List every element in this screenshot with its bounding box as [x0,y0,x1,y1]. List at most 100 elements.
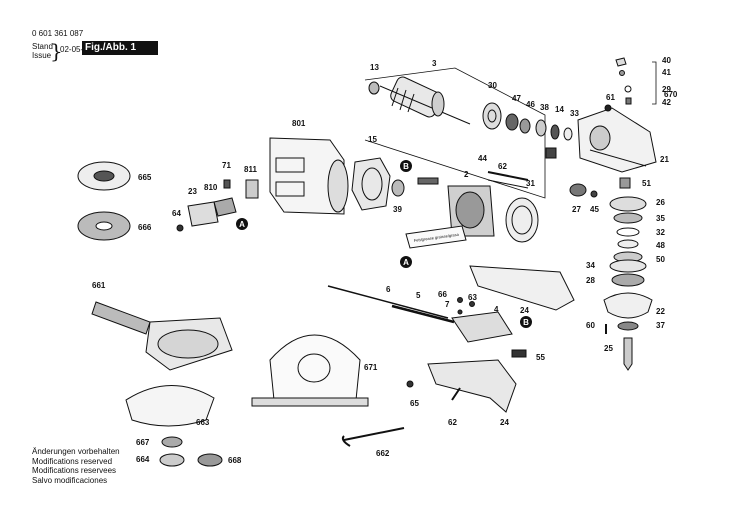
screw-7 [457,309,463,315]
armature-part [379,76,471,125]
callout-55: 55 [536,353,545,362]
armature-frame-lines [364,67,546,199]
handle-housing-24b [427,359,517,413]
grinder-assembly [91,301,233,427]
fan-baffle-15 [351,157,391,211]
issue-label: Issue [32,51,52,60]
callout-38: 38 [540,103,549,112]
gear-27 [569,183,587,197]
shaft-5 [391,304,455,324]
callout-26: 26 [656,198,665,207]
callout-65: 65 [410,399,419,408]
pin-29 [624,85,632,93]
brush-holder-23 [187,201,219,227]
ring-38 [535,119,547,137]
disc-665 [77,161,131,191]
bearing-flange-22 [603,292,653,319]
callout-811: 811 [244,165,257,174]
callout-662: 662 [376,449,390,458]
switch-811 [245,179,259,199]
flange-28 [611,273,645,287]
svg-text:A: A [239,220,245,229]
callout-24a: 24 [520,306,529,315]
stator-ring [505,197,539,243]
grease-tube [405,225,467,249]
guard-cover-671 [251,334,369,407]
marker-mB2: B [520,316,532,328]
callout-33: 33 [570,109,579,118]
part-number: 0 601 361 087 [32,29,84,38]
callout-801: 801 [292,119,306,128]
callout-39: 39 [393,205,402,214]
callout-62b: 62 [448,418,457,427]
screw-31 [487,171,529,181]
callout-3: 3 [432,59,437,68]
callout-48: 48 [656,241,665,250]
ring-32 [616,227,640,237]
callout-34: 34 [586,261,595,270]
callout-21: 21 [660,155,669,164]
callout-60: 60 [586,321,595,330]
callout-6: 6 [386,285,391,294]
fan-30 [482,102,502,130]
screw-62-lower [451,387,461,401]
callout-30: 30 [488,81,497,90]
screw-45 [590,190,598,198]
ring-33 [563,127,573,141]
handle-housing-24a [469,265,575,311]
marker-mB1: B [400,160,412,172]
rod-6 [327,285,449,319]
disc-666 [77,211,131,241]
ring-47 [505,113,519,131]
callout-61: 61 [606,93,615,102]
callout-27: 27 [572,205,581,214]
note-es: Salvo modificaciones [32,475,108,485]
svg-text:B: B [523,318,529,327]
spring-41 [619,70,625,76]
field-stator-2 [447,185,495,237]
callout-45: 45 [590,205,599,214]
callout-42: 42 [662,98,671,107]
spring-71 [223,179,231,189]
callout-37: 37 [656,321,665,330]
nut-668 [197,453,223,467]
svg-text:A: A [403,258,409,267]
callout-71: 71 [222,161,231,170]
bearing-13 [368,81,380,95]
figure-label: Fig./Abb. 1 [82,41,158,55]
bearing-14 [550,124,560,140]
screw-63 [469,301,475,307]
callout-51: 51 [642,179,651,188]
callout-28: 28 [586,276,595,285]
callout-670: 670 [664,90,678,99]
callout-32: 32 [656,228,665,237]
grease-tube-label: Fett/grease graisse/grasa [413,232,459,243]
callout-14: 14 [555,105,564,114]
callout-25: 25 [604,344,613,353]
callout-664: 664 [136,455,150,464]
lock-button-40 [615,57,627,67]
callout-66: 66 [438,290,447,299]
callout-661: 661 [92,281,106,290]
part-51 [619,177,631,189]
ring-46 [519,118,531,134]
callout-41: 41 [662,68,671,77]
callout-31: 31 [526,179,535,188]
washer-39 [391,179,405,197]
callout-668: 668 [228,456,242,465]
bracket-670 [652,61,657,105]
spanner-662 [341,427,405,447]
callout-63: 63 [468,293,477,302]
callout-4: 4 [494,305,499,314]
callout-663: 663 [196,418,210,427]
screw-64 [176,224,184,232]
marker-mA2: A [400,256,412,268]
callout-62a: 62 [498,162,507,171]
brace-glyph: } [50,39,63,63]
bolt-42 [625,97,632,105]
nut-664 [159,453,185,467]
disclaimer-notes: Änderungen vorbehalten Modifications res… [32,447,120,485]
gear-housing-21 [577,107,657,173]
